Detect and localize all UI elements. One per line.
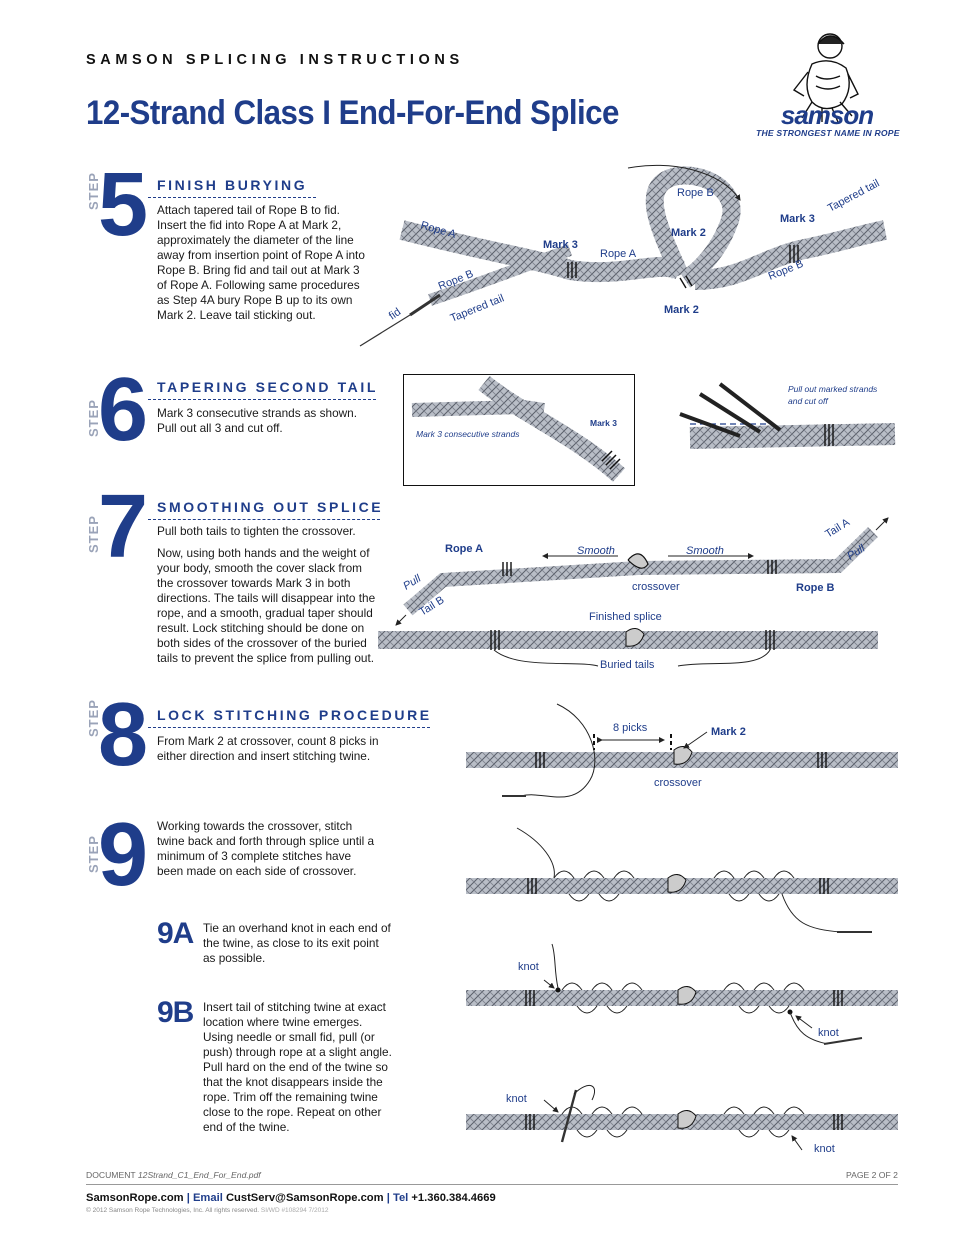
divider [148, 727, 430, 728]
label-knot-left: knot [518, 961, 539, 973]
label-mark-2: Mark 2 [711, 726, 746, 738]
mark-3-left [567, 262, 577, 278]
mark-3-right [789, 245, 799, 263]
step-6-text: Mark 3 consecutive strands as shown. Pul… [157, 406, 357, 435]
knot-dot [555, 987, 561, 993]
label-finished-splice: Finished splice [589, 611, 662, 623]
phone-number[interactable]: +1.360.384.4669 [411, 1192, 496, 1204]
label-mark-consecutive: Mark 3 consecutive strands [416, 429, 520, 439]
step-number-9: 9 [98, 805, 148, 905]
label-mark-3: Mark 3 [590, 418, 617, 428]
label-buried-tails: Buried tails [600, 659, 655, 671]
step-number-7: 7 [98, 477, 148, 577]
label-pull-out: Pull out marked strands and cut off [788, 384, 880, 406]
label-smooth-right: Smooth [686, 545, 724, 557]
label-rope-a-2: Rope A [600, 248, 637, 260]
step-8-illustration: 8 picks Mark 2 crossover [466, 703, 898, 798]
label-tapered-tail: Tapered tail [449, 292, 506, 324]
divider [148, 399, 376, 400]
label-pull-left: Pull [401, 572, 423, 592]
label-rope-b: Rope B [796, 582, 835, 594]
needle-icon [560, 1089, 578, 1143]
rope-b-loop [645, 166, 741, 288]
label-mark-3: Mark 3 [543, 239, 578, 251]
separator: | [386, 1192, 390, 1204]
step-6-heading: TAPERING SECOND TAIL [157, 379, 379, 395]
label-smooth-left: Smooth [577, 545, 615, 557]
footer-rule [86, 1184, 898, 1185]
page-title: 12-Strand Class I End-For-End Splice [86, 94, 619, 132]
fid-shaft [409, 293, 441, 317]
mark-2-crossover [679, 275, 693, 289]
tagline: THE STRONGEST NAME IN ROPE [756, 128, 900, 138]
label-mark-3-right: Mark 3 [780, 213, 815, 225]
step-8-text: From Mark 2 at crossover, count 8 picks … [157, 734, 379, 763]
rope-b-body [694, 220, 887, 290]
label-knot-right: knot [814, 1143, 835, 1155]
page-number: PAGE 2 OF 2 [846, 1170, 898, 1180]
step-5-heading: FINISH BURYING [157, 177, 308, 193]
step-7-text-1: Pull both tails to tighten the crossover… [157, 524, 356, 538]
samson-figure-icon [792, 33, 859, 123]
copyright: © 2012 Samson Rope Technologies, Inc. Al… [86, 1207, 328, 1214]
document-prefix: DOCUMENT [86, 1170, 136, 1180]
step-9a-illustration: knot knot [466, 943, 898, 1045]
divider [148, 519, 380, 520]
copyright-text: © 2012 Samson Rope Technologies, Inc. Al… [86, 1207, 260, 1214]
step-5-illustration: Rope A Rope B Tapered tail fid Mark 3 Ro… [359, 164, 887, 347]
label-pull-out-line-2: and cut off [788, 396, 829, 406]
document-code: SI/WD #108294 7/2012 [260, 1207, 329, 1214]
label-8-picks: 8 picks [613, 722, 648, 734]
document-name: DOCUMENT 12Strand_C1_End_For_End.pdf [86, 1170, 261, 1180]
label-tail-a: Tail A [823, 516, 852, 540]
crossover-knot [627, 553, 649, 569]
rope-a-body [399, 220, 685, 283]
label-fid: fid [387, 306, 403, 322]
label-rope-a: Rope A [445, 543, 483, 555]
step-5-text: Attach tapered tail of Rope B to fid. In… [157, 203, 365, 322]
footer-contact: SamsonRope.com | Email CustServ@SamsonRo… [86, 1192, 496, 1204]
divider [148, 197, 316, 198]
separator: | [186, 1192, 190, 1204]
step-9-text: Working towards the crossover, stitch tw… [157, 819, 375, 878]
label-pull-out-line: Pull out marked strands [788, 384, 878, 394]
step-7-illustration: Rope A Smooth Smooth Tail A Pull Pull Ta… [378, 516, 889, 671]
substep-9b-number: 9B [157, 996, 194, 1029]
samson-logo: samson [752, 24, 902, 142]
label-mark-2: Mark 2 [671, 227, 706, 239]
label-knot-right: knot [818, 1027, 839, 1039]
substep-9a-number: 9A [157, 917, 194, 950]
document-header: SAMSON SPLICING INSTRUCTIONS [86, 52, 464, 68]
step-9b-illustration: knot knot [466, 1085, 898, 1155]
logo-wordmark: samson [781, 100, 873, 130]
label-knot-left: knot [506, 1093, 527, 1105]
step-8-heading: LOCK STITCHING PROCEDURE [157, 707, 432, 723]
email-label: Email [192, 1192, 223, 1204]
email-link[interactable]: CustServ@SamsonRope.com [225, 1192, 384, 1204]
step-number-8: 8 [98, 685, 148, 785]
label-rope-b-loop: Rope B [677, 187, 714, 199]
step-7-text-2: Now, using both hands and the weight of … [157, 546, 376, 665]
step-7-heading: SMOOTHING OUT SPLICE [157, 499, 384, 515]
substep-9b-text: Insert tail of stitching twine at exact … [203, 1000, 392, 1134]
label-mark-2-lower: Mark 2 [664, 304, 699, 316]
tel-label: Tel [392, 1192, 409, 1204]
substep-9a-text: Tie an overhand knot in each end of the … [203, 921, 391, 965]
step-6-boxed-illustration: Mark 3 consecutive strands Mark 3 [403, 374, 635, 486]
document-filename: 12Strand_C1_End_For_End.pdf [137, 1170, 261, 1180]
step-number-5: 5 [98, 155, 148, 255]
label-crossover: crossover [632, 581, 680, 593]
step-9-illustration [466, 827, 898, 933]
step-number-6: 6 [98, 360, 148, 460]
label-tapered-tail-right: Tapered tail [826, 177, 882, 214]
website-link[interactable]: SamsonRope.com [86, 1192, 184, 1204]
label-crossover: crossover [654, 777, 702, 789]
step-6-cut-illustration: Pull out marked strands and cut off [679, 382, 896, 449]
rope-b-tail-segment [428, 244, 572, 306]
